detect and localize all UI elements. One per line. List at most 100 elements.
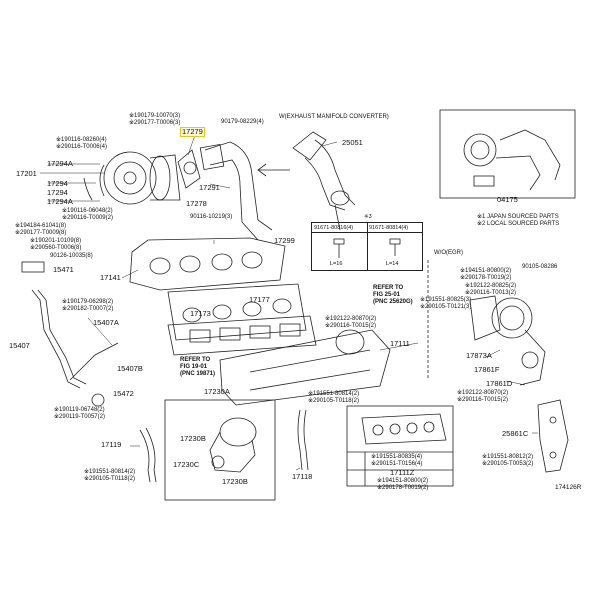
part-number: 17230B <box>180 434 206 443</box>
refer-text: REFER TO <box>180 357 211 363</box>
part-number: 25861C <box>502 429 529 438</box>
part-number: 17861D <box>486 379 513 388</box>
part-number: 17299 <box>274 236 295 245</box>
part-number: 17294 <box>47 179 68 188</box>
callout-text: ※290116-T0013(2) <box>465 290 516 296</box>
refer-text: FIG 25-01 <box>373 292 401 298</box>
section-title-exhaust-converter: W(EXHAUST MANIFOLD CONVERTER) <box>279 114 389 120</box>
callout-text: ※190179-10070(3) <box>129 113 181 119</box>
callout-text: ※191551-80835(4) <box>371 454 423 460</box>
part-number: 17119 <box>101 440 122 449</box>
refer-text: (PNC 19871) <box>180 371 216 377</box>
part-number: 17873A <box>466 351 492 360</box>
part-number: 17278 <box>186 199 207 208</box>
callout-text: ※290116-T0015(2) <box>325 323 376 329</box>
gasket-17173-drawing <box>167 283 307 341</box>
part-number: 17141 <box>100 273 121 282</box>
callout-text: ※190119-06748(2) <box>54 407 105 413</box>
refer-text: REFER TO <box>373 285 404 291</box>
table-cell: 91671-80814(4) <box>369 225 409 231</box>
callout-text: ※290105-T0053(2) <box>482 461 534 467</box>
part-number: 04175 <box>497 195 518 204</box>
callout-text: ※290119-T0057(2) <box>54 414 105 420</box>
part-number: 17861F <box>474 365 500 374</box>
callout-text: ※290105-T0118(2) <box>308 398 359 404</box>
converter-drawing <box>292 131 356 231</box>
callout-text: ※290116-T0015(2) <box>457 397 508 403</box>
table-cell: 91671-80816(4) <box>314 225 354 231</box>
callout-text: 90116-10219(3) <box>190 214 233 220</box>
intake-manifold-drawing <box>219 329 391 406</box>
gasket-box <box>346 405 454 487</box>
part-number: 17294 <box>47 188 68 197</box>
callout-text: ※290177-T0009(8) <box>15 230 67 236</box>
refer-text: (PNC 25620G) <box>373 299 413 305</box>
part-number: 15471 <box>53 265 74 274</box>
leader-lines <box>40 134 538 471</box>
elbow-pipe-drawing <box>199 141 273 241</box>
callout-text: ※194151-80800(2) <box>377 478 429 484</box>
bolt-table: ※3 91671-80816(4) 91671-80814(4) L=16 L=… <box>311 214 423 271</box>
callout-text: ※290116-T0009(2) <box>62 215 113 221</box>
callout-text: ※190179-06298(2) <box>62 299 114 305</box>
table-header: ※3 <box>364 214 372 220</box>
callout-text: ※290177-T0006(3) <box>129 120 181 126</box>
part-number: 17111Z <box>390 468 415 477</box>
note-local-sourced: ※2 LOCAL SOURCED PARTS <box>477 221 560 227</box>
egr-valve-drawing <box>469 295 546 386</box>
callout-text: ※192122-80825(2) <box>465 283 517 289</box>
callout-text: 90126-10035(8) <box>50 253 93 259</box>
callout-text: ※190116-06048(2) <box>62 208 113 214</box>
arrow-left <box>257 163 290 177</box>
callout-text: ※192122-80870(2) <box>457 390 509 396</box>
part-number: 17230C <box>173 460 200 469</box>
part-number: 17201 <box>16 169 37 178</box>
part-number: 17294A <box>47 159 73 168</box>
callout-text: ※190116-08260(4) <box>56 137 107 143</box>
refer-text: FIG 19-01 <box>180 364 208 370</box>
table-cell: L=16 <box>330 261 343 267</box>
table-divider <box>312 232 422 233</box>
manifold-drawing <box>129 237 286 291</box>
callout-text: ※290182-T0007(2) <box>62 306 114 312</box>
callout-text: ※191551-80825(3) <box>420 297 472 303</box>
section-title-wo-egr: W/O(EGR) <box>434 250 463 256</box>
valve-drawing <box>209 417 257 473</box>
part-number: 15407B <box>117 364 143 373</box>
callout-text: ※194151-80800(2) <box>460 268 512 274</box>
part-number: 17230A <box>204 387 230 396</box>
pipe-17119 <box>139 429 151 483</box>
part-number: 25051 <box>342 138 363 147</box>
callout-text: ※290105-T0121(3) <box>420 304 472 310</box>
callout-text: ※290178-T0019(2) <box>377 485 429 491</box>
part-number: 17291 <box>199 183 220 192</box>
assembly-drawing <box>463 129 561 191</box>
note-japan-sourced: ※1 JAPAN SOURCED PARTS <box>477 214 559 220</box>
callout-text: 90105-08286 <box>522 264 558 270</box>
callout-text: ※191551-80812(2) <box>482 454 534 460</box>
part-number: 17111 <box>390 339 410 348</box>
callout-text: ※190201-10109(8) <box>30 238 82 244</box>
part-number: 17173 <box>190 309 211 318</box>
diagram-id: 174126R <box>555 484 582 491</box>
bolt-icons <box>333 238 401 258</box>
part-number: 15407A <box>93 318 119 327</box>
callout-text: ※290151-T0156(4) <box>371 461 423 467</box>
callout-text: ※290116-T0006(4) <box>56 144 107 150</box>
callout-text: ※191551-80814(2) <box>84 469 136 475</box>
callout-text: ※290178-T0019(2) <box>460 275 512 281</box>
valve-box <box>164 399 276 501</box>
part-number: 17177 <box>249 295 270 304</box>
table-divider <box>367 223 368 270</box>
callout-text: ※192122-80870(2) <box>325 316 377 322</box>
hose-17118 <box>297 409 303 471</box>
callout-text: ※191551-80814(2) <box>308 391 360 397</box>
part-number: 15472 <box>113 389 134 398</box>
part-number: 15407 <box>9 341 30 350</box>
callout-text: ※194184-61041(8) <box>15 223 67 229</box>
gasket-17111z-drawing <box>347 413 453 486</box>
callout-text: 90179-08229(4) <box>221 119 264 125</box>
callout-text: ※290560-T0006(8) <box>30 245 82 251</box>
